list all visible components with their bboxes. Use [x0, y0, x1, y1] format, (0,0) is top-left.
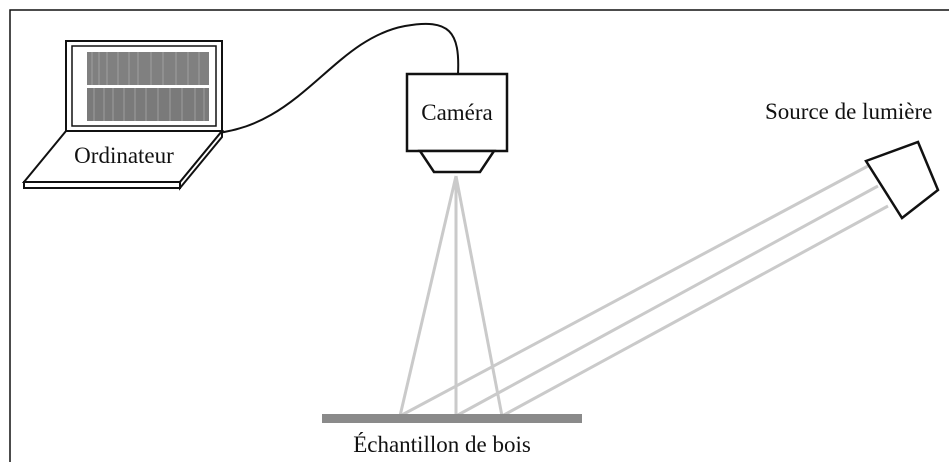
view-line-right — [454, 175, 504, 417]
laptop-icon — [21, 40, 225, 191]
light-source-icon — [864, 140, 940, 220]
figure-frame — [9, 9, 949, 462]
camera-lens — [417, 149, 497, 174]
wood-sample — [322, 414, 582, 423]
camera-icon — [405, 72, 509, 174]
camera-view-lines — [398, 175, 504, 417]
light-beam-2 — [455, 184, 879, 418]
computer-label: Ordinateur — [74, 143, 174, 168]
camera-label: Caméra — [421, 100, 493, 125]
wood-image-preview-top — [87, 52, 209, 85]
light-source-label: Source de lumière — [765, 99, 932, 124]
light-beam-3 — [501, 204, 889, 418]
sample-label: Échantillon de bois — [353, 432, 531, 457]
light-beam-1 — [399, 164, 869, 418]
laptop-base-side — [179, 128, 223, 191]
laptop-base-front — [23, 181, 181, 189]
incident-light-beams — [399, 164, 889, 418]
camera-cable — [202, 22, 460, 135]
view-line-left — [398, 175, 458, 417]
wood-image-preview-bottom — [87, 88, 209, 121]
camera-body — [405, 72, 509, 153]
wood-grain-texture — [91, 52, 205, 121]
